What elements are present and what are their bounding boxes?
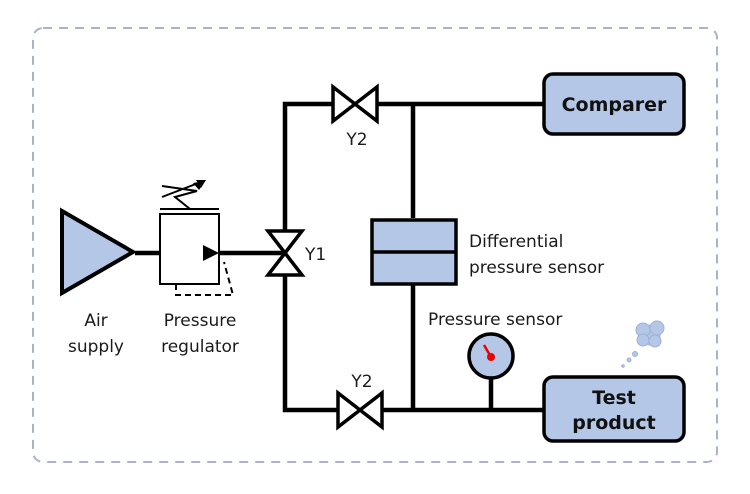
comparer-box[interactable] bbox=[542, 72, 686, 136]
valve-y2-bottom-label: Y2 bbox=[350, 372, 372, 392]
pressure-gauge-icon[interactable] bbox=[467, 332, 515, 380]
air-supply-icon[interactable] bbox=[60, 207, 137, 297]
valve-y1-icon[interactable] bbox=[264, 229, 306, 277]
pipe-upper-branch bbox=[282, 101, 333, 253]
test-product-box[interactable] bbox=[542, 375, 686, 443]
differential-sensor-label-2: pressure sensor bbox=[469, 258, 604, 278]
air-supply-label-2: supply bbox=[68, 337, 124, 357]
pipe-lower-branch bbox=[282, 253, 338, 413]
valve-y2-top-icon[interactable] bbox=[331, 83, 379, 125]
leak-bubble-icon bbox=[621, 320, 665, 368]
test-product-label-2: product bbox=[572, 412, 656, 434]
pressure-regulator-icon[interactable] bbox=[159, 180, 235, 296]
pressure-regulator-label-2: regulator bbox=[161, 337, 239, 357]
dashed-frame bbox=[32, 27, 718, 463]
air-supply-label: Air bbox=[84, 311, 107, 331]
differential-sensor-label: Differential bbox=[469, 232, 563, 252]
pressure-regulator-label: Pressure bbox=[164, 311, 237, 331]
valve-y2-bottom-icon[interactable] bbox=[336, 389, 384, 431]
comparer-label: Comparer bbox=[562, 94, 667, 116]
differential-pressure-sensor-icon[interactable] bbox=[370, 218, 458, 286]
valve-y2-top-label: Y2 bbox=[345, 130, 367, 150]
valve-y1-label: Y1 bbox=[304, 245, 326, 265]
pressure-sensor-label: Pressure sensor bbox=[428, 310, 562, 330]
test-product-label: Test bbox=[592, 387, 636, 409]
